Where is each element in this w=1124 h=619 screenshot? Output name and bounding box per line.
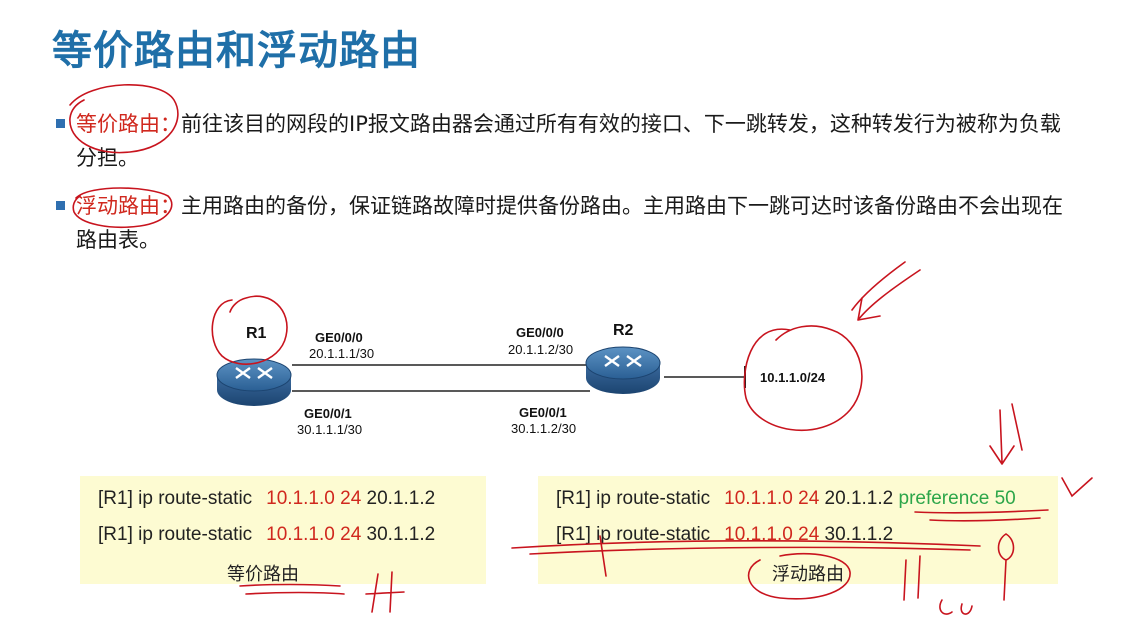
- r2-ip-bottom: 30.1.1.2/30: [511, 421, 576, 436]
- bullet-square-icon: [56, 119, 65, 128]
- config-destination: 10.1.1.0 24: [266, 524, 362, 545]
- config-destination: 10.1.1.0 24: [266, 488, 362, 509]
- bullet-description: 主用路由的备份，保证链路故障时提供备份路由。主用路由下一跳可达时该备份路由不会出…: [76, 194, 1063, 252]
- r1-if-top: GE0/0/0: [315, 330, 363, 345]
- router-icon: [216, 358, 292, 406]
- config-line: [R1] ip route-static 10.1.1.0 24 20.1.1.2: [98, 488, 435, 510]
- config-preference: preference 50: [898, 488, 1016, 509]
- r1-ip-top: 20.1.1.1/30: [309, 346, 374, 361]
- config-command: [R1] ip route-static: [556, 488, 711, 509]
- config-line: [R1] ip route-static 10.1.1.0 24 30.1.1.2: [556, 524, 893, 546]
- config-command: [R1] ip route-static: [98, 524, 253, 545]
- config-command: [R1] ip route-static: [98, 488, 253, 509]
- router-r2-label: R2: [613, 322, 634, 339]
- router-icon: [585, 346, 661, 394]
- config-destination: 10.1.1.0 24: [724, 524, 820, 545]
- floating-config-box: [R1] ip route-static 10.1.1.0 24 20.1.1.2…: [538, 476, 1058, 585]
- r2-if-bottom: GE0/0/1: [519, 405, 567, 420]
- config-nexthop: 20.1.1.2: [824, 488, 894, 509]
- config-caption: 浮动路由: [772, 564, 844, 585]
- bullet-square-icon: [56, 201, 65, 210]
- destination-network-label: 10.1.1.0/24: [760, 370, 826, 385]
- r1-ip-bottom: 30.1.1.1/30: [297, 422, 362, 437]
- ecmp-config-box: [R1] ip route-static 10.1.1.0 24 20.1.1.2…: [80, 476, 486, 585]
- config-caption: 等价路由: [227, 564, 299, 585]
- config-nexthop: 20.1.1.2: [366, 488, 436, 509]
- router-r1-label: R1: [246, 325, 267, 342]
- config-nexthop: 30.1.1.2: [824, 524, 894, 545]
- config-line: [R1] ip route-static 10.1.1.0 24 20.1.1.2…: [556, 488, 1016, 510]
- config-line: [R1] ip route-static 10.1.1.0 24 30.1.1.2: [98, 524, 435, 546]
- r1-if-bottom: GE0/0/1: [304, 406, 352, 421]
- page-title: 等价路由和浮动路由: [52, 28, 421, 74]
- r2-ip-top: 20.1.1.2/30: [508, 342, 573, 357]
- config-command: [R1] ip route-static: [556, 524, 711, 545]
- config-destination: 10.1.1.0 24: [724, 488, 820, 509]
- config-nexthop: 30.1.1.2: [366, 524, 436, 545]
- r2-if-top: GE0/0/0: [516, 325, 564, 340]
